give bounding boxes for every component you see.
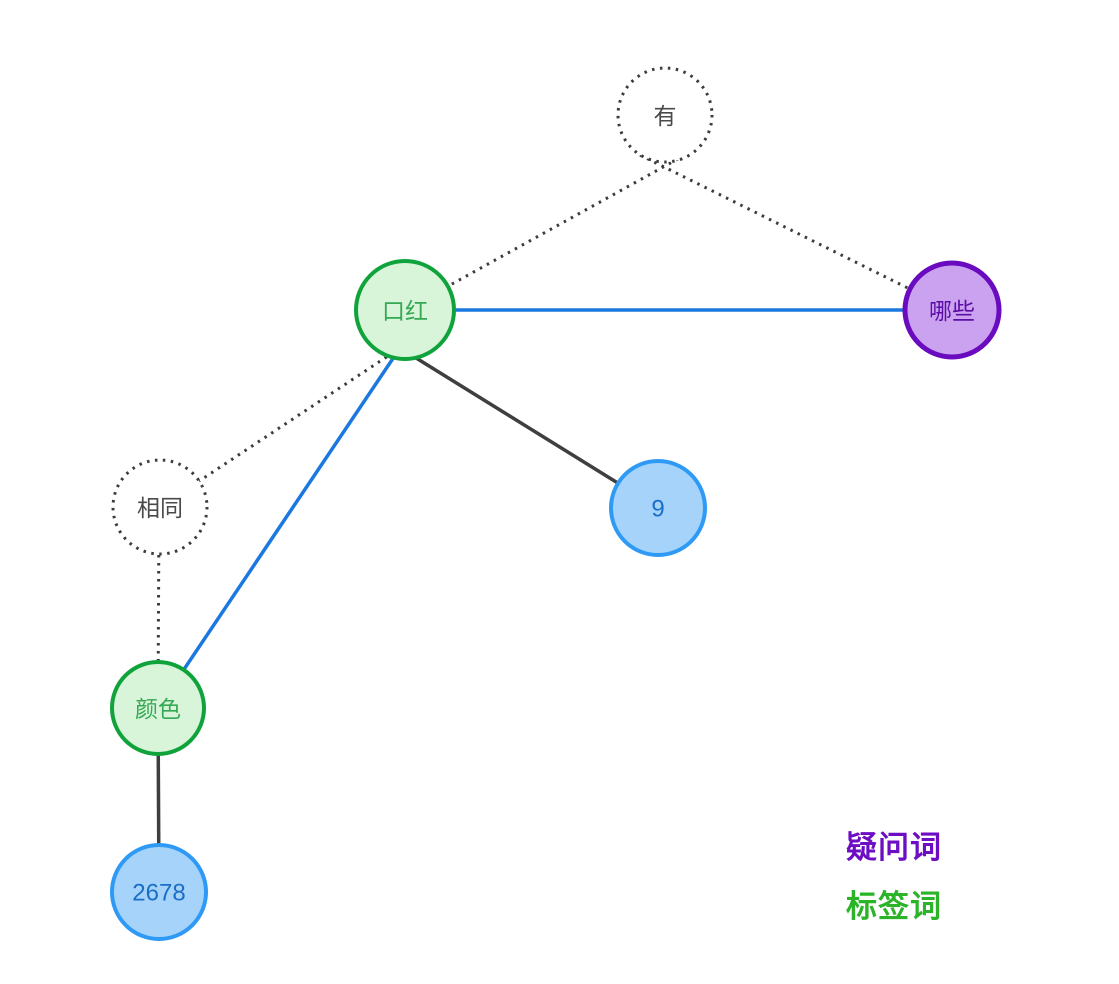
graph-node-you[interactable]: 有: [616, 66, 714, 164]
graph-node-xiangtong[interactable]: 相同: [111, 458, 209, 556]
node-circle-you[interactable]: [616, 66, 714, 164]
node-label: 9: [651, 496, 664, 523]
node-label: 哪些: [929, 298, 975, 324]
legend: 疑问词标签词: [846, 830, 942, 925]
node-circle-n2678[interactable]: [110, 843, 208, 941]
node-circle-kouhong[interactable]: [354, 259, 456, 361]
node-label: 相同: [137, 495, 183, 521]
node-label: 2678: [132, 880, 185, 907]
node-circle-naxie[interactable]: [902, 260, 1002, 360]
graph-edge-kouhong-nine: [399, 346, 659, 510]
legend-question-word: 疑问词: [846, 830, 942, 865]
graph-node-naxie[interactable]: 哪些: [902, 260, 1002, 360]
graph-edge-you-kouhong: [404, 153, 686, 312]
graph-edge-kouhong-yanse: [156, 347, 402, 709]
graph-node-nine[interactable]: 9: [609, 459, 707, 557]
node-label: 颜色: [135, 696, 181, 722]
node-circle-nine[interactable]: [609, 459, 707, 557]
node-label: 口红: [382, 298, 428, 324]
graph-edge-you-naxie: [639, 153, 953, 312]
node-circle-xiangtong[interactable]: [111, 458, 209, 556]
legend-tag-word: 标签词: [846, 889, 942, 925]
node-label: 有: [654, 103, 677, 129]
node-circle-yanse[interactable]: [110, 660, 206, 756]
graph-node-kouhong[interactable]: 口红: [354, 259, 456, 361]
graph-node-yanse[interactable]: 颜色: [110, 660, 206, 756]
graph-node-n2678[interactable]: 2678: [110, 843, 208, 941]
